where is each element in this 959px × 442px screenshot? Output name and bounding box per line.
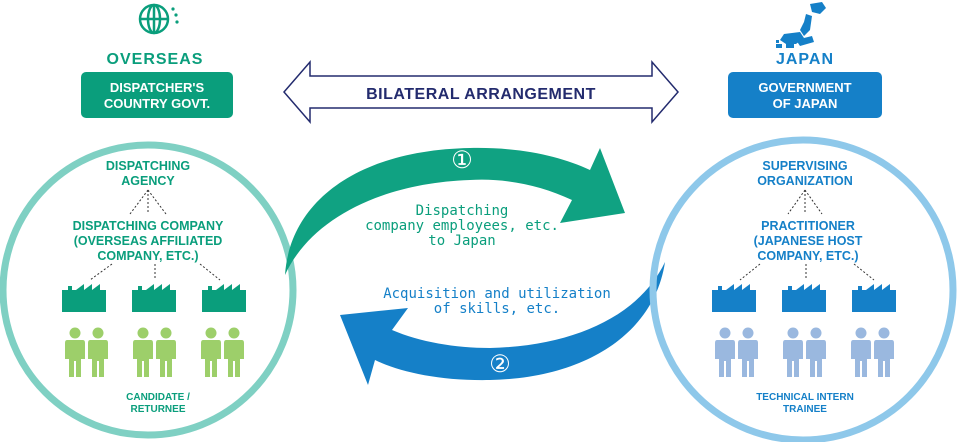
step1-line2: company employees, etc. bbox=[365, 218, 559, 234]
person-icon bbox=[874, 327, 894, 377]
japan-label: JAPAN bbox=[776, 51, 834, 68]
agency-connector bbox=[129, 189, 167, 215]
person-icon bbox=[783, 327, 803, 377]
person-icon bbox=[715, 327, 735, 377]
person-icon bbox=[133, 327, 153, 377]
person-icon bbox=[851, 327, 871, 377]
org-connector bbox=[787, 189, 823, 215]
step1-line1: Dispatching bbox=[416, 203, 509, 219]
arrow-skills bbox=[340, 262, 665, 385]
trainee-label-line2: TRAINEE bbox=[783, 404, 827, 415]
japan-map-icon bbox=[776, 2, 826, 48]
step1-line3: to Japan bbox=[428, 233, 495, 249]
bilateral-arrow: BILATERAL ARRANGEMENT bbox=[283, 59, 679, 125]
japan-govt-line1: GOVERNMENT bbox=[758, 80, 851, 95]
practitioner-line3: COMPANY, ETC.) bbox=[757, 249, 858, 263]
candidate-label-line1: CANDIDATE / bbox=[126, 392, 190, 403]
factory-icon bbox=[712, 284, 756, 312]
left-panel: OVERSEAS DISPATCHER'S COUNTRY GOVT. DISP… bbox=[0, 3, 297, 439]
bilateral-label: BILATERAL ARRANGEMENT bbox=[366, 86, 596, 103]
overseas-circle bbox=[0, 141, 297, 439]
company-line3: COMPANY, ETC.) bbox=[97, 249, 198, 263]
person-icon bbox=[88, 327, 108, 377]
practitioner-line2: (JAPANESE HOST bbox=[754, 234, 863, 248]
candidate-label-line2: RETURNEE bbox=[130, 404, 185, 415]
factory-icon bbox=[782, 284, 826, 312]
practitioner-connector bbox=[739, 263, 875, 281]
person-icon bbox=[224, 327, 244, 377]
org-line2: ORGANIZATION bbox=[757, 174, 853, 188]
overseas-label: OVERSEAS bbox=[107, 51, 204, 68]
dispatcher-govt-line1: DISPATCHER'S bbox=[110, 80, 205, 95]
practitioner-line1: PRACTITIONER bbox=[761, 219, 855, 233]
dispatcher-govt-line2: COUNTRY GOVT. bbox=[104, 96, 210, 111]
step2-line2: of skills, etc. bbox=[434, 301, 560, 317]
agency-line2: AGENCY bbox=[121, 174, 175, 188]
factory-icon bbox=[202, 284, 246, 312]
person-icon bbox=[738, 327, 758, 377]
step2-number: ② bbox=[489, 350, 511, 378]
person-icon bbox=[806, 327, 826, 377]
company-line1: DISPATCHING COMPANY bbox=[73, 219, 224, 233]
person-icon bbox=[201, 327, 221, 377]
japan-govt-line2: OF JAPAN bbox=[773, 96, 838, 111]
org-line1: SUPERVISING bbox=[762, 159, 847, 173]
globe-icon bbox=[138, 3, 179, 35]
company-connector bbox=[89, 263, 221, 281]
right-panel: JAPAN GOVERNMENT OF JAPAN SUPERVISING OR… bbox=[649, 2, 957, 442]
japan-circle bbox=[649, 136, 957, 442]
dispatcher-govt-badge bbox=[81, 72, 233, 118]
factory-icon bbox=[132, 284, 176, 312]
japan-govt-badge bbox=[728, 72, 882, 118]
arrow-dispatching bbox=[285, 147, 625, 275]
person-icon bbox=[65, 327, 85, 377]
agency-line1: DISPATCHING bbox=[106, 159, 190, 173]
step2-line1: Acquisition and utilization bbox=[383, 286, 611, 302]
person-icon bbox=[156, 327, 176, 377]
company-line2: (OVERSEAS AFFILIATED bbox=[74, 234, 223, 248]
step1-number: ① bbox=[451, 146, 473, 174]
factory-icon bbox=[852, 284, 896, 312]
factory-icon bbox=[62, 284, 106, 312]
trainee-label-line1: TECHNICAL INTERN bbox=[756, 392, 854, 403]
